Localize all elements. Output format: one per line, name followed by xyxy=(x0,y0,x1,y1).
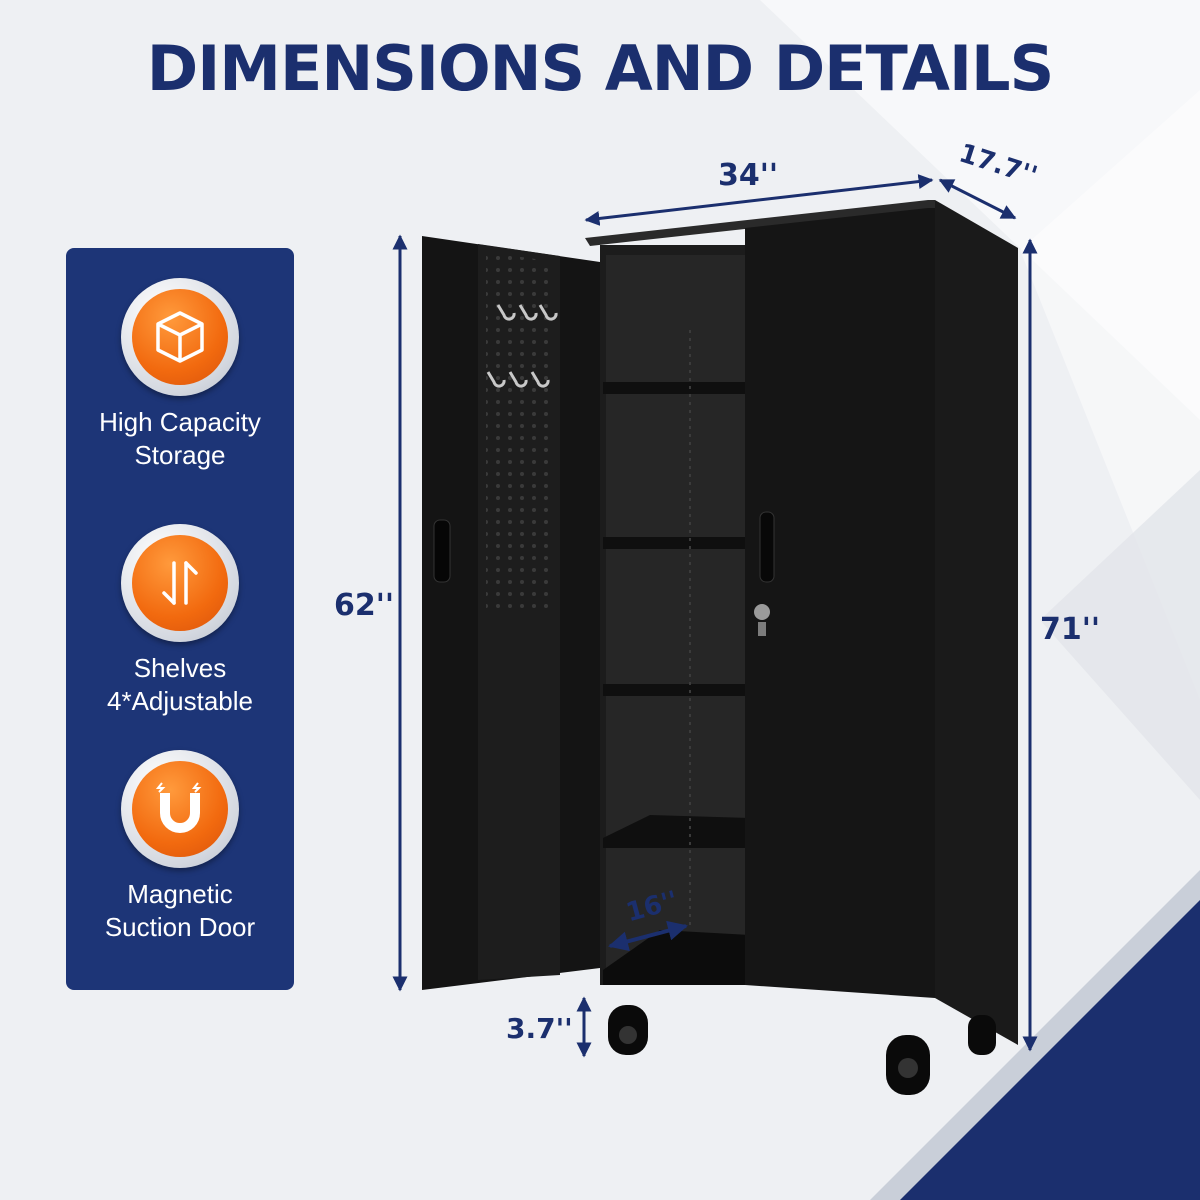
wheel-height-label: 3.7'' xyxy=(506,1012,573,1045)
width-label: 34'' xyxy=(718,158,779,193)
cabinet-side xyxy=(935,200,1018,1045)
feature-panel: High Capacity Storage Shelves 4*Adjustab… xyxy=(66,248,294,990)
feature-high-capacity: High Capacity Storage xyxy=(66,278,294,472)
caster-wheels xyxy=(608,1005,996,1095)
feature-label: Magnetic xyxy=(127,879,233,909)
feature-badge xyxy=(121,278,239,396)
right-door xyxy=(745,208,935,998)
right-door-handle xyxy=(759,511,775,583)
page-title: DIMENSIONS AND DETAILS xyxy=(146,32,1054,105)
pegboard xyxy=(486,252,556,612)
feature-badge xyxy=(121,750,239,868)
lock-icon xyxy=(754,604,770,620)
left-door-handle xyxy=(433,519,451,583)
door-height-label: 62'' xyxy=(334,588,395,623)
feature-magnetic-door: Magnetic Suction Door xyxy=(66,750,294,944)
adjust-arrows-icon xyxy=(162,561,198,605)
feature-label: Suction Door xyxy=(104,912,256,942)
cube-icon xyxy=(156,311,204,363)
total-height-label: 71'' xyxy=(1040,612,1101,647)
feature-badge xyxy=(121,524,239,642)
hook-icon xyxy=(486,304,558,388)
feature-label: Storage xyxy=(134,440,226,470)
feature-label: 4*Adjustable xyxy=(107,686,253,716)
shelves xyxy=(603,382,750,985)
feature-label: Shelves xyxy=(133,653,227,683)
feature-label: High Capacity xyxy=(99,407,261,437)
feature-shelves: Shelves 4*Adjustable xyxy=(66,524,294,718)
magnet-icon xyxy=(155,782,202,833)
